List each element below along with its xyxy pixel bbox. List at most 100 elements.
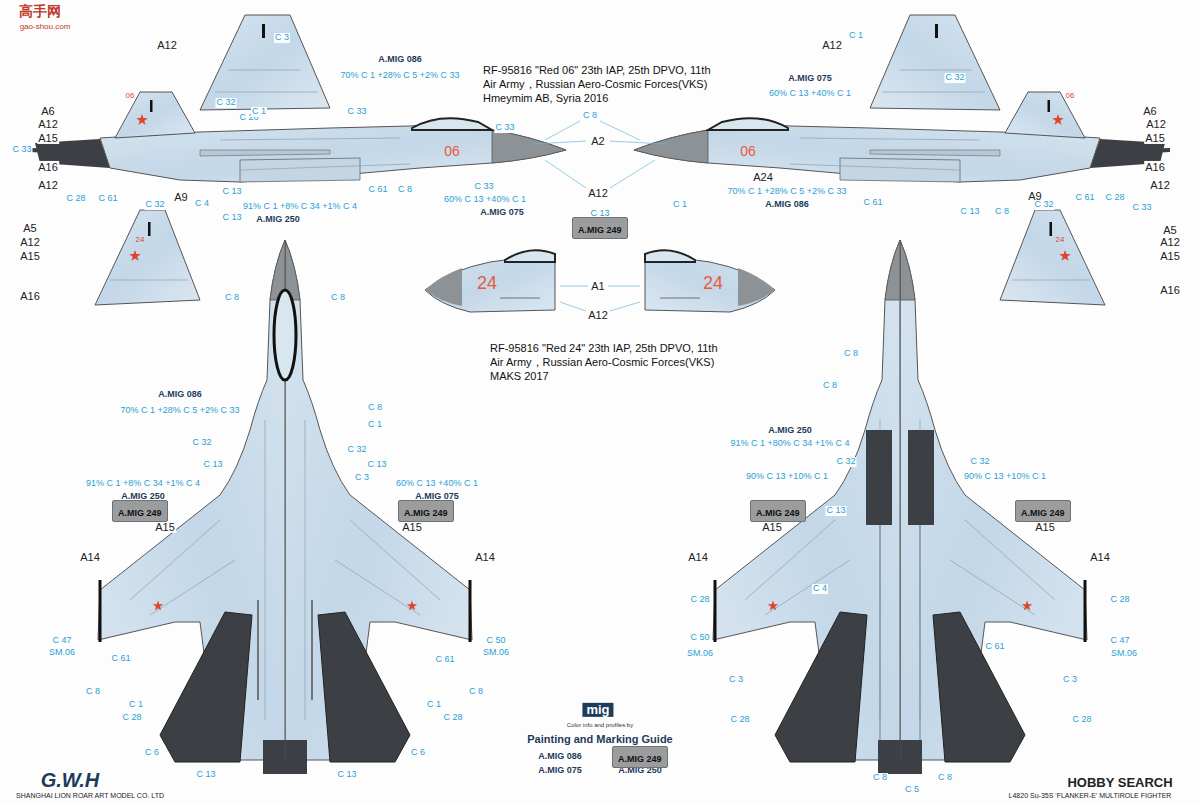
footer-text: SHANGHAI LION ROAR ART MODEL CO. LTD — [15, 792, 165, 800]
color-code: C 13 — [825, 506, 846, 516]
color-code: C 6 — [144, 748, 160, 758]
callout-number: A16 — [1159, 284, 1181, 296]
color-code: C 1 — [848, 31, 864, 41]
paint-chip: A.MIG 249 — [112, 500, 168, 522]
callout-number: A15 — [761, 521, 783, 533]
color-code: C 28 — [442, 713, 463, 723]
paint-name: A.MIG 249 — [1021, 508, 1065, 518]
callout-number: A16 — [1144, 161, 1166, 173]
color-code: C 8 — [822, 381, 838, 391]
paint-name: A.MIG 249 — [618, 754, 662, 764]
color-code: C 33 — [11, 145, 32, 155]
aircraft-number: 06 — [125, 92, 136, 101]
color-code: C 50 — [689, 633, 710, 643]
color-code: C 3 — [728, 675, 744, 685]
paint-name: A.MIG 249 — [404, 508, 448, 518]
color-code: C 33 — [1131, 203, 1152, 213]
paint-name: A.MIG 249 — [756, 508, 800, 518]
color-code: C 13 — [202, 460, 223, 470]
color-mix: 60% C 13 +40% C 1 — [395, 479, 479, 489]
paint-name: A.MIG 075 — [787, 74, 833, 84]
color-code: C 33 — [494, 123, 515, 133]
color-code: C 1 — [367, 420, 383, 430]
callout-number: A12 — [821, 39, 843, 51]
color-code: C 13 — [221, 187, 242, 197]
paint-name: A.MIG 250 — [767, 426, 813, 436]
paint-name: A.MIG 249 — [578, 225, 622, 235]
color-code: C 61 — [110, 654, 131, 664]
color-mix: 60% C 13 +40% C 1 — [443, 195, 527, 205]
color-code: C 13 — [959, 207, 980, 217]
color-code: SM.06 — [686, 649, 714, 659]
callout-number: A1 — [590, 280, 605, 292]
color-code: C 61 — [97, 194, 118, 204]
color-code: C 28 — [1104, 193, 1125, 203]
color-code: C 13 — [336, 770, 357, 780]
color-code: C 32 — [191, 438, 212, 448]
watermark: 高手网 — [18, 4, 62, 19]
callout-number: A16 — [37, 161, 59, 173]
color-code: C 4 — [194, 199, 210, 209]
color-code: C 32 — [835, 457, 856, 467]
aircraft-number: 24 — [702, 274, 724, 294]
color-code: C 8 — [582, 111, 598, 121]
color-code: C 32 — [944, 73, 965, 83]
callout-number: A12 — [587, 309, 609, 321]
color-code: C 8 — [994, 207, 1010, 217]
callout-number: A6 — [1142, 105, 1157, 117]
color-code: C 32 — [346, 445, 367, 455]
color-code: SM.06 — [1110, 649, 1138, 659]
callout-number: A12 — [1145, 118, 1167, 130]
color-code: C 8 — [397, 185, 413, 195]
credit-text: Color info and profiles by — [566, 722, 634, 729]
callout-number: A12 — [19, 236, 41, 248]
color-code: C 8 — [330, 293, 346, 303]
callout-number: A12 — [37, 179, 59, 191]
callout-number: A24 — [752, 171, 774, 183]
color-code: C 5 — [904, 785, 920, 795]
color-mix: 70% C 1 +28% C 5 +2% C 33 — [726, 187, 847, 197]
paint-name: A.MIG 086 — [764, 200, 810, 210]
color-code: C 3 — [1062, 675, 1078, 685]
color-code: C 8 — [224, 293, 240, 303]
watermark: gao-shou.com — [19, 23, 72, 32]
color-code: C 61 — [1074, 193, 1095, 203]
callout-number: A12 — [1159, 236, 1181, 248]
paint-name: A.MIG 086 — [157, 390, 203, 400]
color-code: C 61 — [984, 642, 1005, 652]
footer-text: L4820 Su-35S 'FLANKER-E' MULTIROLE FIGHT… — [1008, 792, 1173, 800]
color-code: C 32 — [144, 200, 165, 210]
color-mix: 90% C 13 +10% C 1 — [745, 472, 829, 482]
callout-number: A15 — [401, 521, 423, 533]
callout-number: A14 — [1089, 551, 1111, 563]
color-code: C 1 — [672, 200, 688, 210]
scheme-title: RF-95816 "Red 24" 23th IAP, 25th DPVO, 1… — [489, 341, 731, 383]
color-code: C 8 — [367, 403, 383, 413]
paint-name: A.MIG 086 — [537, 752, 583, 762]
color-code: C 3 — [274, 33, 290, 43]
callout-number: A9 — [173, 191, 188, 203]
aircraft-number: 24 — [1055, 236, 1066, 245]
aircraft-number: 24 — [135, 236, 146, 245]
callout-number: A5 — [22, 222, 37, 234]
color-code: C 28 — [1109, 595, 1130, 605]
paint-name: A.MIG 075 — [537, 766, 583, 776]
paint-name: A.MIG 249 — [118, 508, 162, 518]
callout-number: A15 — [19, 250, 41, 262]
color-code: C 8 — [843, 349, 859, 359]
paint-chip: A.MIG 249 — [398, 500, 454, 522]
color-code: C 61 — [367, 185, 388, 195]
brand-logo: G.W.H — [40, 769, 101, 791]
color-code: C 8 — [85, 687, 101, 697]
color-code: C 50 — [485, 636, 506, 646]
color-code: C 32 — [215, 98, 236, 108]
color-code: C 32 — [969, 457, 990, 467]
scheme-title: RF-95816 "Red 06" 23th IAP, 25th DPVO, 1… — [482, 63, 724, 105]
color-code: C 1 — [128, 700, 144, 710]
color-code: C 4 — [812, 584, 828, 594]
callout-number: A15 — [154, 521, 176, 533]
callout-number: A6 — [40, 105, 55, 117]
paint-chip: A.MIG 249 — [750, 500, 806, 522]
callout-number: A15 — [1034, 521, 1056, 533]
